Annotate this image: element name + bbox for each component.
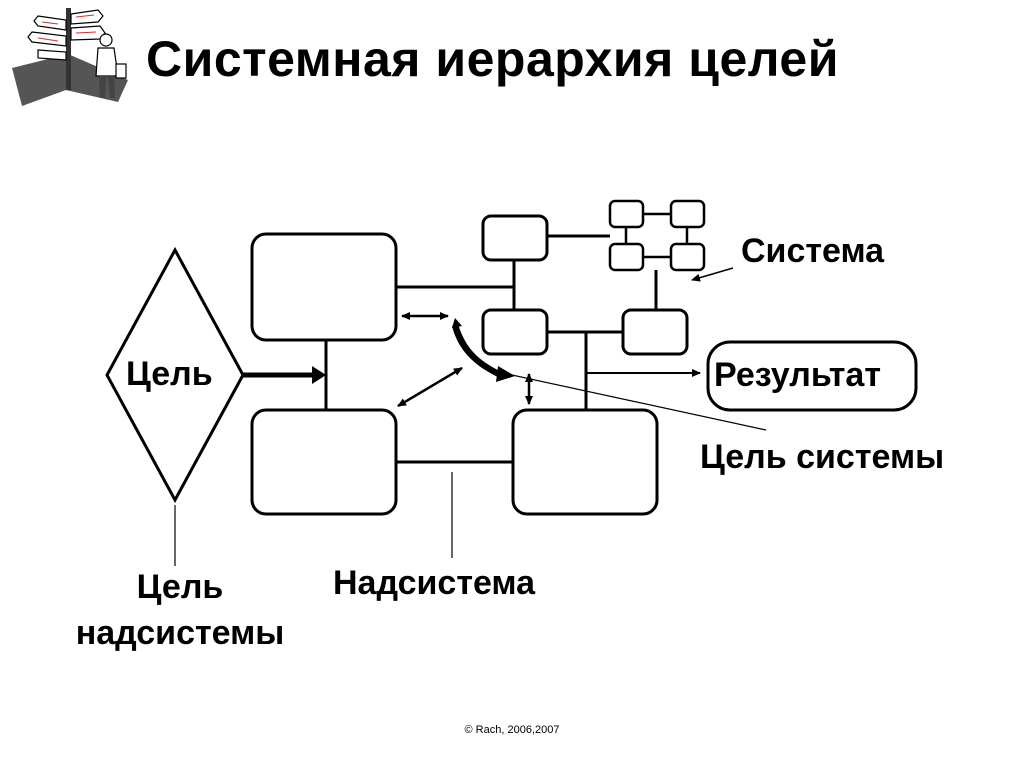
supersystem-box-bottom-left	[250, 408, 398, 516]
supersystem-goal-label-line1: Цель	[136, 568, 224, 606]
goal-label: Цель	[126, 355, 213, 393]
result-box	[706, 340, 918, 412]
supersystem-goal-label-line2: надсистемы	[75, 614, 285, 652]
system-label: Система	[741, 232, 885, 270]
system-box-middle-left	[481, 308, 549, 356]
page-title: Системная иерархия целей	[146, 31, 839, 87]
supersystem-goal-label: Цель надсистемы	[58, 564, 302, 656]
copyright-notice: © Rach, 2006,2007	[464, 724, 560, 736]
supersystem-box-bottom-right	[511, 408, 659, 516]
system-goal-label: Цель системы	[700, 438, 945, 476]
subsystem-box-2	[669, 199, 706, 229]
system-box-middle-right	[621, 308, 689, 356]
result-label: Результат	[714, 356, 881, 394]
subsystem-box-1	[608, 199, 645, 229]
goal-diamond	[105, 246, 245, 504]
subsystem-box-4	[669, 242, 706, 272]
supersystem-label: Надсистема	[333, 564, 536, 602]
supersystem-box-top-left	[250, 232, 398, 342]
system-box-upper-left	[481, 214, 549, 262]
signpost-traveler-icon	[12, 8, 128, 106]
subsystem-box-3	[608, 242, 645, 272]
